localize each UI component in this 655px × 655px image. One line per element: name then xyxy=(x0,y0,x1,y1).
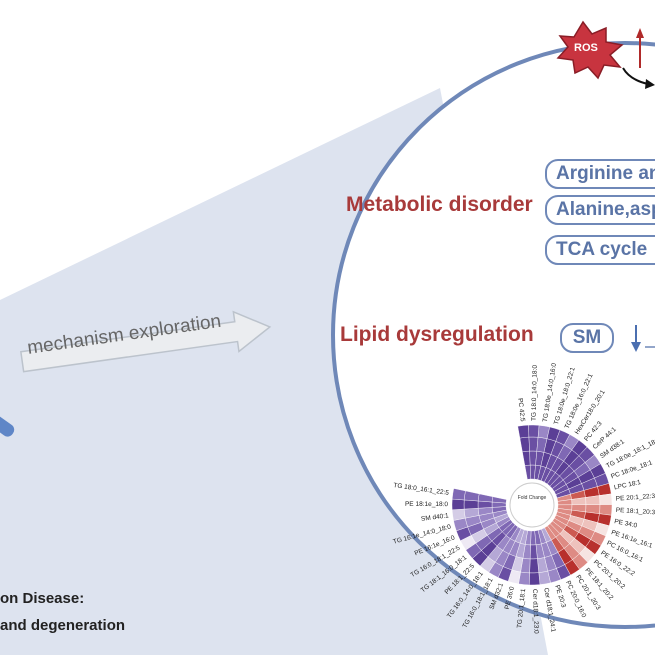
heatmap-lipid-label: PE 18:1_20:3 xyxy=(616,507,655,516)
heatmap-cell xyxy=(528,436,539,452)
pathway-pill-tca: TCA cycle xyxy=(545,235,655,265)
ros-curved-arrow xyxy=(622,67,649,85)
sm-pill-label: SM xyxy=(572,327,602,348)
heatmap-center xyxy=(509,482,555,528)
lipid-dysregulation-label: Lipid dysregulation xyxy=(340,323,534,346)
heatmap-cell xyxy=(599,504,613,516)
heatmap-cell xyxy=(451,498,465,511)
heatmap-center-label: Fold Change xyxy=(518,495,547,501)
pathway-pill-label: Alanine,asp xyxy=(556,199,655,220)
heatmap-cell xyxy=(529,572,541,586)
heatmap-cell xyxy=(452,488,466,501)
heatmap-lipid-label: PE 20:1_22:3 xyxy=(616,493,655,503)
heatmap-cell xyxy=(528,424,540,438)
mechanism-arrow xyxy=(20,310,272,373)
ros-burst xyxy=(556,20,624,80)
sm-pill: SM xyxy=(560,323,614,353)
metabolic-disorder-label: Metabolic disorder xyxy=(346,193,533,216)
caption-line-2: and degeneration xyxy=(0,617,126,634)
heatmap-lipid-label: PC 42:5 xyxy=(516,398,526,423)
heatmap-lipid-label: PE 34:0 xyxy=(614,518,638,529)
heatmap-lipid-label: Cer d18:1_23:0 xyxy=(531,589,539,634)
heatmap-cell xyxy=(529,544,538,560)
heatmap-cell xyxy=(517,424,530,439)
probe-bar xyxy=(0,413,15,437)
pathway-pill-label: Arginine an xyxy=(556,163,655,184)
heatmap-cell xyxy=(463,499,479,510)
pathway-pill-label: TCA cycle xyxy=(556,239,648,260)
heatmap-lipid-label: TG 18:0_14:0_18:0 xyxy=(531,365,539,422)
heatmap-lipid-label: PE 18:1e_18:0 xyxy=(405,501,448,508)
caption-line-1: on Disease: xyxy=(0,590,85,607)
pathway-pill-arginine: Arginine an xyxy=(545,159,655,189)
heatmap-cell xyxy=(477,500,493,509)
ros-label: ROS xyxy=(574,42,598,54)
pathway-pill-alanine: Alanine,asp xyxy=(545,195,655,225)
heatmap-lipid-label: SM d40:1 xyxy=(421,512,450,523)
heatmap-cell xyxy=(529,558,539,574)
heatmap-lipid-label: TG 20:1_18:1 xyxy=(516,588,527,629)
heatmap-cell xyxy=(599,493,613,505)
